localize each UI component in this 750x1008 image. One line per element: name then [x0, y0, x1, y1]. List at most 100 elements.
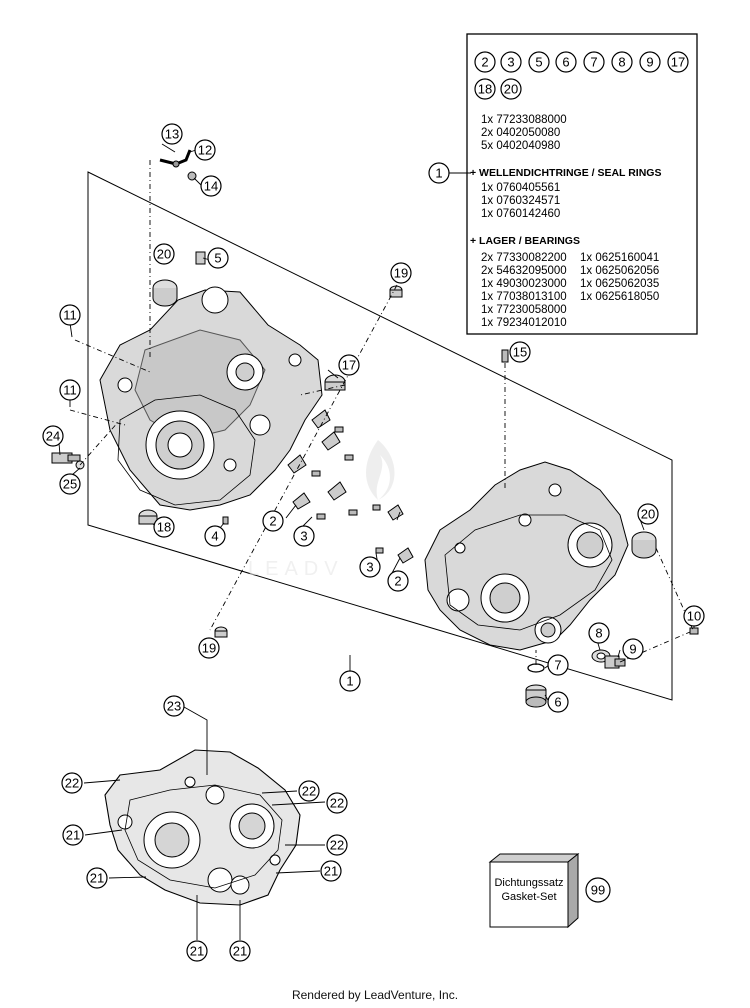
callout-18[interactable]: 18 — [153, 516, 175, 538]
svg-text:17: 17 — [671, 55, 685, 70]
legend-circle-7[interactable]: 7 — [583, 51, 605, 73]
legend-hardware-line: 2x 0402050080 — [481, 127, 560, 139]
callout-20-right[interactable]: 20 — [637, 503, 659, 525]
legend-circle-2[interactable]: 2 — [474, 51, 496, 73]
legend-seal-line: 1x 0760405561 — [481, 182, 560, 194]
legend-ref-1[interactable]: 1 — [428, 162, 450, 184]
svg-text:4: 4 — [211, 529, 218, 544]
legend-hardware-line: 1x 77233088000 — [481, 114, 567, 126]
callout-15[interactable]: 15 — [509, 341, 531, 363]
callout-24[interactable]: 24 — [42, 425, 64, 447]
svg-text:20: 20 — [504, 82, 518, 97]
svg-text:21: 21 — [90, 871, 104, 886]
legend-bearing-line: 1x 0625062035 — [580, 278, 659, 290]
callout-2-left[interactable]: 2 — [262, 510, 284, 532]
callout-7[interactable]: 7 — [547, 654, 569, 676]
callout-11-b[interactable]: 11 — [59, 379, 81, 401]
svg-text:10: 10 — [687, 609, 701, 624]
callout-3-left[interactable]: 3 — [293, 525, 315, 547]
footer-credit: Rendered by LeadVenture, Inc. — [291, 988, 459, 1002]
detail-leader-lines — [83, 706, 326, 940]
svg-text:18: 18 — [478, 82, 492, 97]
callout-2-right[interactable]: 2 — [387, 570, 409, 592]
assembly-frame — [87, 171, 673, 701]
svg-text:25: 25 — [63, 477, 77, 492]
legend-circle-9[interactable]: 9 — [639, 51, 661, 73]
legend-circle-18[interactable]: 18 — [474, 78, 496, 100]
bearing-20-left — [152, 279, 178, 307]
watermark-logo: LEADV — [248, 440, 395, 580]
callout-9[interactable]: 9 — [622, 638, 644, 660]
legend-bearing-line: 1x 77038013100 — [481, 291, 567, 303]
callout-20-left[interactable]: 20 — [153, 243, 175, 265]
svg-text:6: 6 — [562, 55, 569, 70]
svg-text:8: 8 — [618, 55, 625, 70]
callout-3-right[interactable]: 3 — [359, 556, 381, 578]
svg-text:17: 17 — [342, 358, 356, 373]
callout-21-c[interactable]: 21 — [320, 860, 342, 882]
svg-text:9: 9 — [646, 55, 653, 70]
svg-text:22: 22 — [302, 784, 316, 799]
callout-5[interactable]: 5 — [207, 247, 229, 269]
legend-bearing-line: 2x 77330082200 — [481, 252, 567, 264]
callout-12[interactable]: 12 — [194, 139, 216, 161]
svg-text:7: 7 — [590, 55, 597, 70]
callout-17[interactable]: 17 — [338, 354, 360, 376]
svg-text:20: 20 — [157, 247, 171, 262]
callout-23[interactable]: 23 — [163, 695, 185, 717]
legend-seal-line: 1x 0760324571 — [481, 195, 560, 207]
callout-21-e[interactable]: 21 — [229, 940, 251, 962]
callout-21-b[interactable]: 21 — [86, 867, 108, 889]
callout-1-assembly[interactable]: 1 — [339, 670, 361, 692]
svg-text:15: 15 — [513, 345, 527, 360]
svg-text:2: 2 — [481, 55, 488, 70]
svg-text:23: 23 — [167, 699, 181, 714]
legend-circle-20[interactable]: 20 — [500, 78, 522, 100]
callout-10[interactable]: 10 — [683, 605, 705, 627]
dowel-pin-5 — [195, 251, 206, 265]
svg-text:19: 19 — [394, 266, 408, 281]
callout-21-d[interactable]: 21 — [186, 940, 208, 962]
callout-22-b[interactable]: 22 — [298, 780, 320, 802]
bearing-20-right — [631, 531, 657, 559]
callout-13[interactable]: 13 — [161, 123, 183, 145]
legend-seal-heading: + WELLENDICHTRINGE / SEAL RINGS — [470, 167, 661, 179]
callout-19-top[interactable]: 19 — [390, 262, 412, 284]
svg-text:12: 12 — [198, 143, 212, 158]
legend-circle-8[interactable]: 8 — [611, 51, 633, 73]
callout-8[interactable]: 8 — [588, 622, 610, 644]
svg-text:21: 21 — [66, 828, 80, 843]
legend-bearing-line: 2x 54632095000 — [481, 265, 567, 277]
legend-bearing-line: 1x 79234012010 — [481, 317, 567, 329]
legend-circle-3[interactable]: 3 — [500, 51, 522, 73]
callout-21-a[interactable]: 21 — [62, 824, 84, 846]
callout-22-a[interactable]: 22 — [61, 772, 83, 794]
legend-seal-line: 1x 0760142460 — [481, 208, 560, 220]
svg-text:9: 9 — [629, 642, 636, 657]
svg-text:18: 18 — [157, 520, 171, 535]
screen-6 — [525, 684, 547, 708]
callout-22-c[interactable]: 22 — [326, 792, 348, 814]
bolt-24 — [51, 452, 81, 464]
gasket-set-box[interactable]: Dichtungssatz Gasket-Set — [488, 852, 580, 929]
callout-25[interactable]: 25 — [59, 473, 81, 495]
callout-6[interactable]: 6 — [547, 691, 569, 713]
svg-text:3: 3 — [366, 560, 373, 575]
svg-text:20: 20 — [641, 507, 655, 522]
callout-22-d[interactable]: 22 — [326, 834, 348, 856]
legend-circle-6[interactable]: 6 — [555, 51, 577, 73]
gasket-set-label-de: Dichtungssatz — [494, 877, 563, 889]
callout-4[interactable]: 4 — [204, 525, 226, 547]
svg-text:99: 99 — [591, 883, 605, 898]
retainer-plates-right — [372, 504, 414, 564]
legend-circle-17[interactable]: 17 — [667, 51, 689, 73]
callout-99[interactable]: 99 — [585, 877, 611, 903]
svg-text:22: 22 — [330, 796, 344, 811]
callout-19-bottom[interactable]: 19 — [198, 637, 220, 659]
callout-11-a[interactable]: 11 — [59, 304, 81, 326]
svg-text:LEADV: LEADV — [248, 558, 344, 580]
svg-text:2: 2 — [269, 514, 276, 529]
callout-14[interactable]: 14 — [200, 175, 222, 197]
legend-circle-5[interactable]: 5 — [528, 51, 550, 73]
